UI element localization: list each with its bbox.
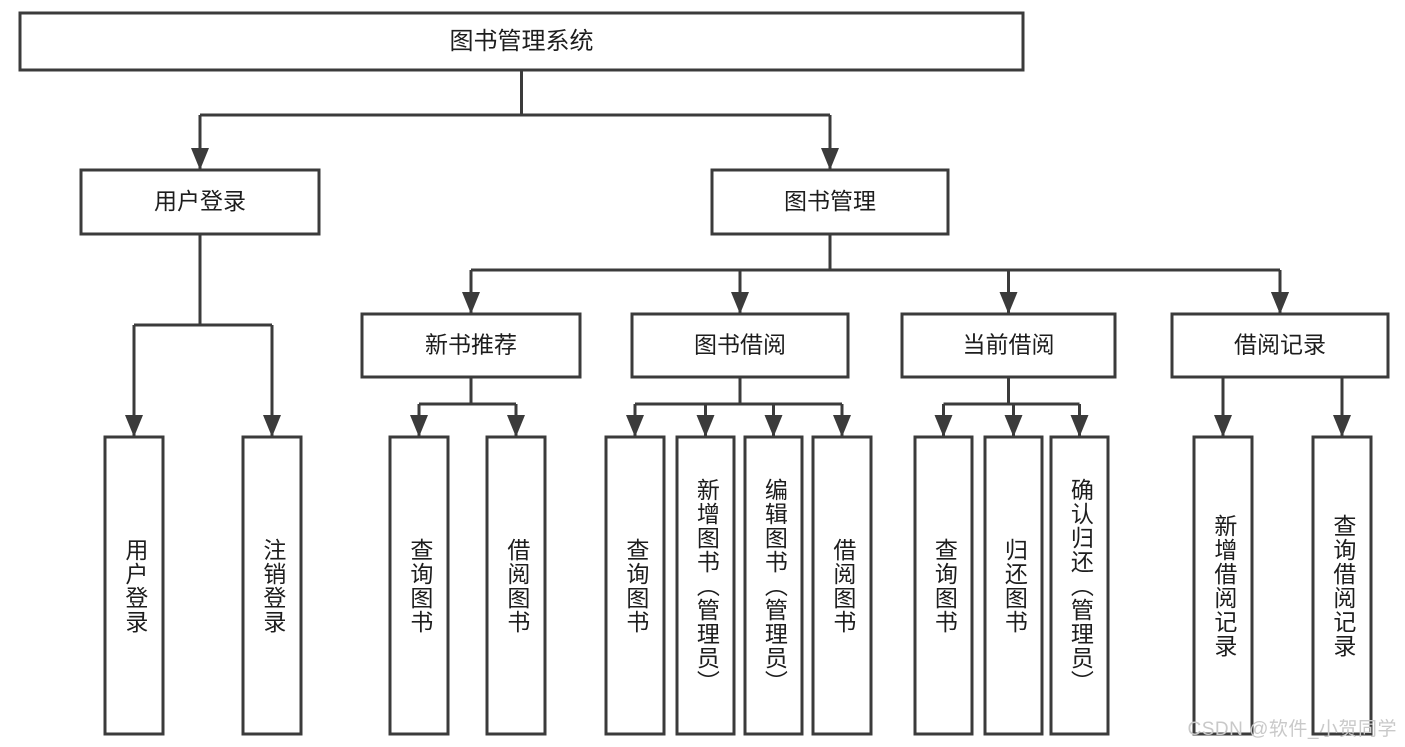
node-bookmgmt (710, 168, 950, 236)
arrow-head-icon (1070, 415, 1089, 437)
node-leaf-user-logout (241, 435, 303, 736)
node-leaf-user-login (103, 435, 165, 736)
arrow-head-icon (410, 415, 428, 437)
arrow-head-icon (1271, 292, 1289, 314)
node-leaf-rc-query (1311, 435, 1373, 736)
arrow-head-icon (934, 415, 953, 437)
node-label-records: 借阅记录 (1234, 332, 1326, 358)
arrow-head-icon (1214, 415, 1232, 437)
node-leaf-cb-query (913, 435, 974, 736)
arrow-head-icon (1333, 415, 1351, 437)
node-leaf-bw-add (675, 435, 736, 736)
arrow-head-icon (999, 292, 1018, 314)
node-label-borrow: 图书借阅 (694, 332, 786, 358)
node-label-current: 当前借阅 (963, 332, 1055, 358)
arrow-head-icon (507, 415, 525, 437)
node-root (18, 11, 1025, 72)
node-label-login: 用户登录 (154, 188, 246, 214)
arrow-head-icon (731, 292, 749, 314)
arrow-head-icon (626, 415, 644, 437)
node-leaf-nb-query (388, 435, 450, 736)
arrow-head-icon (125, 415, 143, 437)
node-label-bookmgmt: 图书管理 (784, 188, 876, 214)
node-login (79, 168, 321, 236)
arrow-head-icon (462, 292, 480, 314)
node-current (900, 312, 1117, 379)
node-records (1170, 312, 1390, 379)
node-leaf-rc-add (1192, 435, 1254, 736)
arrow-head-icon (191, 148, 209, 170)
csdn-watermark: CSDN @软件_小贺同学 (1187, 719, 1397, 740)
node-label-newbook: 新书推荐 (425, 332, 517, 358)
node-label-root: 图书管理系统 (450, 28, 594, 55)
arrow-head-icon (696, 415, 715, 437)
arrow-head-icon (821, 148, 839, 170)
arrow-head-icon (833, 415, 851, 437)
node-borrow (630, 312, 850, 379)
node-leaf-cb-return (983, 435, 1044, 736)
node-leaf-bw-query (604, 435, 666, 736)
arrow-head-icon (1004, 415, 1023, 437)
node-box-layer (18, 11, 1390, 736)
node-leaf-bw-edit (743, 435, 804, 736)
node-leaf-nb-borrow (485, 435, 547, 736)
node-leaf-bw-borrow (811, 435, 873, 736)
node-newbook (360, 312, 582, 379)
node-leaf-cb-confirm (1049, 435, 1110, 736)
arrow-head-icon (263, 415, 281, 437)
arrow-head-icon (764, 415, 783, 437)
connector-layer (125, 70, 1351, 437)
